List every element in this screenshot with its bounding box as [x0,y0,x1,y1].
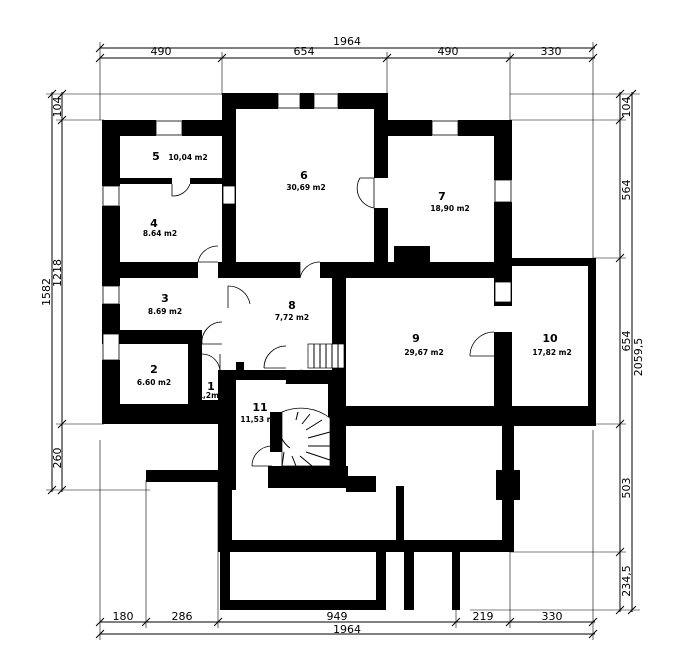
room-1-number: 1 [207,380,215,393]
room-4-number: 4 [150,217,158,230]
dim-bottom-2: 286 [172,610,193,623]
dim-top-3: 490 [438,45,459,58]
room-3-number: 3 [161,292,169,305]
room-labels: 1 1,2m2 2 6.60 m2 3 8.69 m2 4 8.64 m2 5 … [137,150,572,424]
room-11-label: 11 11,53 m2 [240,401,279,424]
room-8-number: 8 [288,299,296,312]
dim-right-3: 654 [620,331,633,352]
dim-left-outer: 1582 [40,278,53,306]
room-8-label: 8 7,72 m2 [275,299,309,322]
room-7-area: 18,90 m2 [430,204,469,213]
dim-right-4: 503 [620,478,633,499]
room-11-area: 11,53 m2 [240,415,279,424]
room-9-number: 9 [412,332,420,345]
walls [102,93,596,610]
room-1-label: 1 1,2m2 [198,380,224,400]
room-6-label: 6 30,69 m2 [286,169,325,192]
dim-bottom-1: 180 [113,610,134,623]
room-6-number: 6 [300,169,308,182]
room-4-area: 8.64 m2 [143,229,177,238]
doors [171,177,495,467]
dim-left-bottom: 260 [51,448,64,469]
dim-top-total: 1964 [333,35,361,48]
windows [102,93,512,361]
room-5-area: 10,04 m2 [168,153,207,162]
room-3-label: 3 8.69 m2 [148,292,182,316]
dim-bottom-total: 1964 [333,623,361,636]
dimension-labels: 1964 490 654 490 330 180 286 949 219 330… [40,35,645,636]
dim-right-1: 104 [620,97,633,118]
dim-left-top: 104 [51,97,64,118]
room-2-number: 2 [150,363,158,376]
dim-bottom-5: 330 [542,610,563,623]
room-10-number: 10 [542,332,558,345]
room-2-label: 2 6.60 m2 [137,363,171,387]
room-3-area: 8.69 m2 [148,307,182,316]
room-1-area: 1,2m2 [198,391,224,400]
room-9-label: 9 29,67 m2 [404,332,443,357]
dim-right-2: 564 [620,180,633,201]
room-8-area: 7,72 m2 [275,313,309,322]
dimension-lines [46,42,640,640]
dim-top-2: 654 [294,45,315,58]
room-10-area: 17,82 m2 [532,348,571,357]
room-2-area: 6.60 m2 [137,378,171,387]
dim-right-5: 234,5 [620,565,633,597]
stairs [278,343,345,467]
dim-top-4: 330 [541,45,562,58]
room-6-area: 30,69 m2 [286,183,325,192]
dim-left-inner: 1218 [51,259,64,287]
dim-right-total: 2059,5 [632,338,645,377]
room-7-number: 7 [438,190,446,203]
room-5-number: 5 [152,150,160,163]
dim-top-1: 490 [151,45,172,58]
room-5-label: 5 10,04 m2 [152,150,208,163]
room-10-label: 10 17,82 m2 [532,332,571,357]
dim-bottom-3: 949 [327,610,348,623]
room-11-number: 11 [252,401,267,414]
room-4-label: 4 8.64 m2 [143,217,177,238]
dim-bottom-4: 219 [473,610,494,623]
room-7-label: 7 18,90 m2 [430,190,469,213]
room-9-area: 29,67 m2 [404,348,443,357]
